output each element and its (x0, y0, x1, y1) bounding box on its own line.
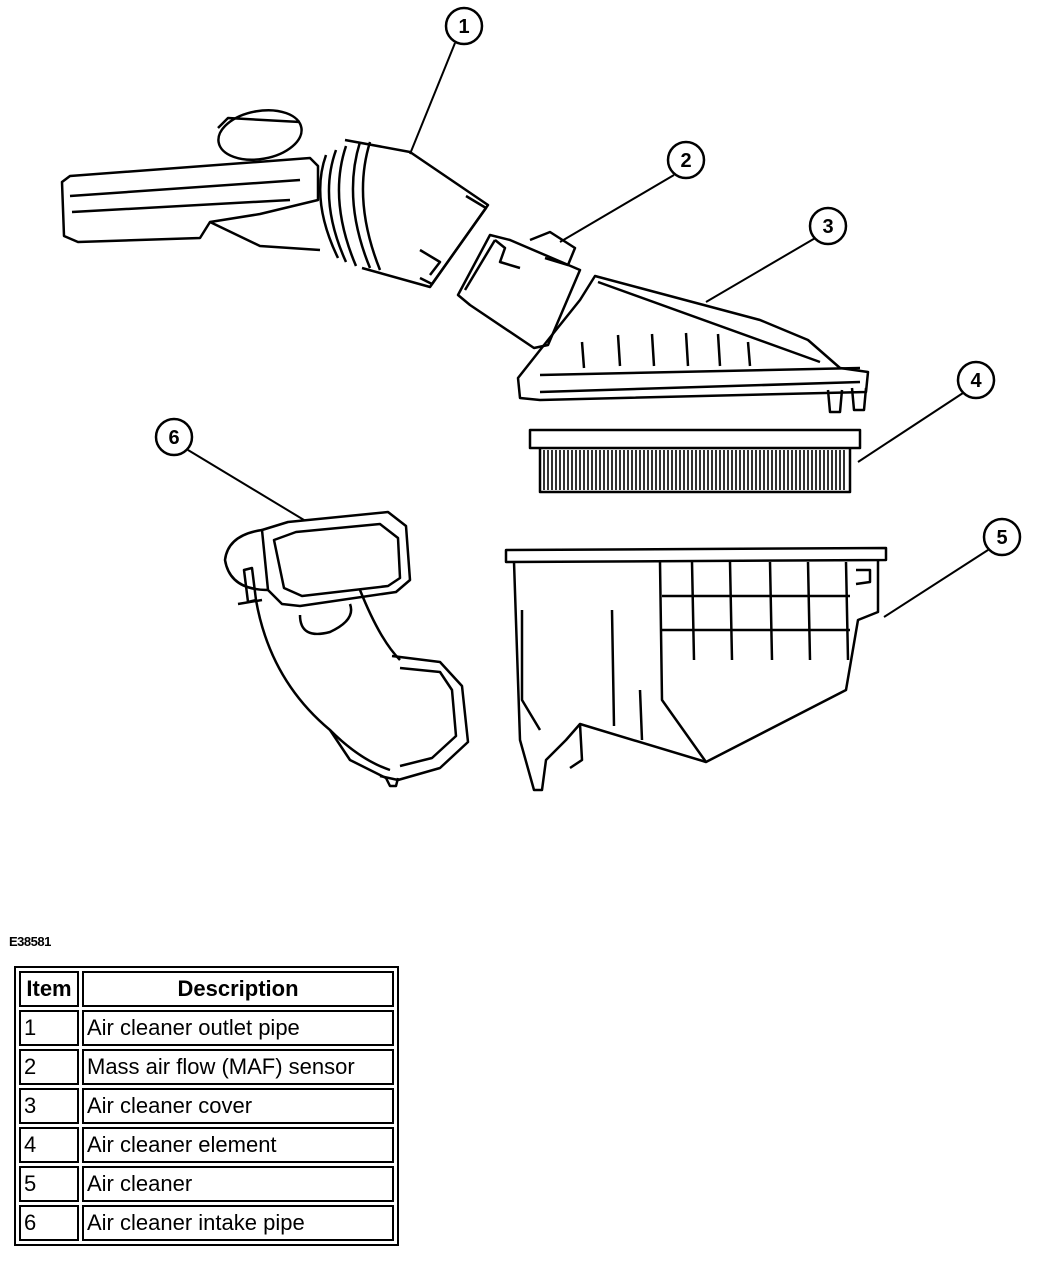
leader-lines (187, 42, 989, 618)
legend-item-description: Air cleaner element (82, 1127, 394, 1163)
exploded-view-diagram: 1 2 3 4 5 6 (60, 6, 1022, 792)
legend-item-description: Air cleaner cover (82, 1088, 394, 1124)
callout-6: 6 (154, 417, 194, 457)
air-cleaner-housing (504, 546, 888, 792)
legend-header-item: Item (19, 971, 79, 1007)
callout-3: 3 (808, 206, 848, 246)
air-cleaner-outlet-pipe (60, 109, 490, 289)
callout-5: 5 (982, 517, 1022, 557)
legend-item-description: Mass air flow (MAF) sensor (82, 1049, 394, 1085)
callout-1: 1 (444, 6, 484, 46)
legend-header-row: Item Description (19, 971, 394, 1007)
legend-item-description: Air cleaner outlet pipe (82, 1010, 394, 1046)
legend-row: 1 Air cleaner outlet pipe (19, 1010, 394, 1046)
air-cleaner-cover (516, 274, 870, 414)
legend-row: 5 Air cleaner (19, 1166, 394, 1202)
legend-item-description: Air cleaner (82, 1166, 394, 1202)
svg-text:1: 1 (458, 16, 469, 38)
svg-text:5: 5 (996, 527, 1007, 549)
air-cleaner-intake-pipe (223, 510, 470, 788)
legend-row: 4 Air cleaner element (19, 1127, 394, 1163)
legend-item-number: 3 (19, 1088, 79, 1124)
legend-item-number: 5 (19, 1166, 79, 1202)
callout-2: 2 (666, 140, 706, 180)
figure-id: E38581 (9, 934, 51, 949)
legend-row: 2 Mass air flow (MAF) sensor (19, 1049, 394, 1085)
legend-row: 3 Air cleaner cover (19, 1088, 394, 1124)
svg-text:3: 3 (822, 216, 833, 238)
legend-item-number: 4 (19, 1127, 79, 1163)
air-cleaner-element (528, 428, 862, 494)
legend-item-number: 1 (19, 1010, 79, 1046)
legend-item-description: Air cleaner intake pipe (82, 1205, 394, 1241)
legend-row: 6 Air cleaner intake pipe (19, 1205, 394, 1241)
maf-sensor (456, 230, 582, 350)
legend-item-number: 2 (19, 1049, 79, 1085)
legend-header-description: Description (82, 971, 394, 1007)
legend-item-number: 6 (19, 1205, 79, 1241)
svg-text:4: 4 (970, 370, 982, 392)
svg-text:2: 2 (680, 150, 691, 172)
callout-4: 4 (956, 360, 996, 400)
svg-text:6: 6 (168, 427, 179, 449)
parts-legend-table: Item Description 1 Air cleaner outlet pi… (14, 966, 399, 1246)
